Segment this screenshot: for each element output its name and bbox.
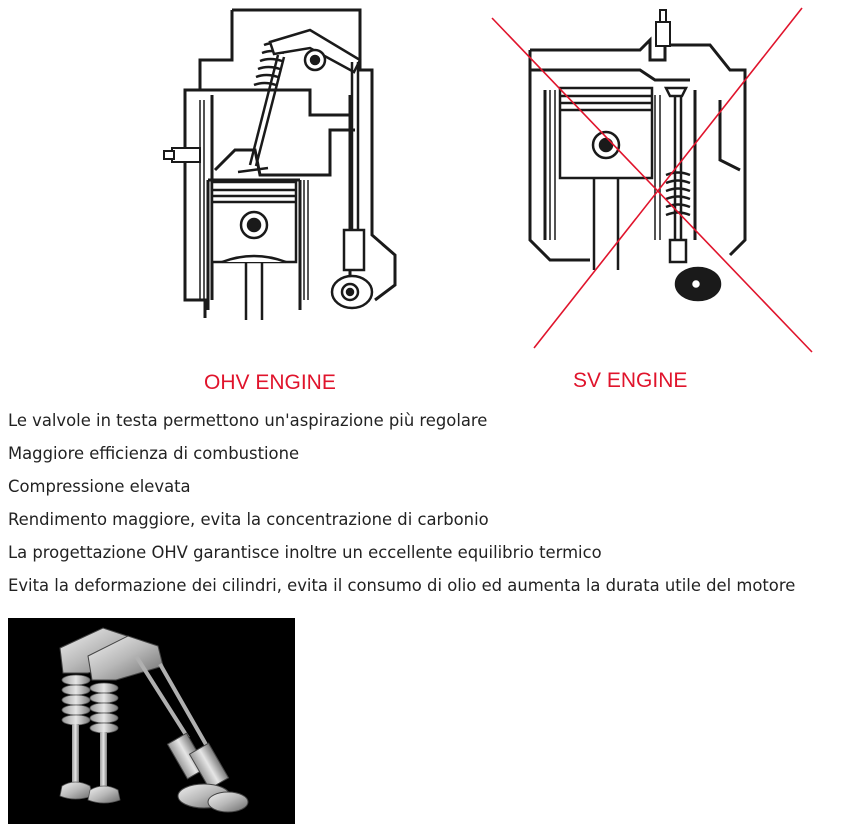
sv-engine-diagram	[491, 7, 813, 353]
benefit-item: Rendimento maggiore, evita la concentraz…	[8, 510, 489, 529]
ohv-engine-diagram	[163, 8, 397, 320]
benefit-item: Evita la deformazione dei cilindri, evit…	[8, 576, 796, 595]
rejected-mark-icon	[491, 7, 813, 353]
sv-engine-label: SV ENGINE	[573, 369, 688, 392]
benefit-item: Compressione elevata	[8, 477, 191, 496]
benefit-item: La progettazione OHV garantisce inoltre …	[8, 543, 602, 562]
benefit-item: Le valvole in testa permettono un'aspira…	[8, 411, 488, 430]
valvetrain-icon	[59, 627, 249, 813]
ohv-engine-label: OHV ENGINE	[204, 371, 336, 394]
benefits-list: Le valvole in testa permettono un'aspira…	[8, 404, 795, 602]
benefit-item: Maggiore efficienza di combustione	[8, 444, 300, 463]
valvetrain-render	[8, 618, 295, 824]
